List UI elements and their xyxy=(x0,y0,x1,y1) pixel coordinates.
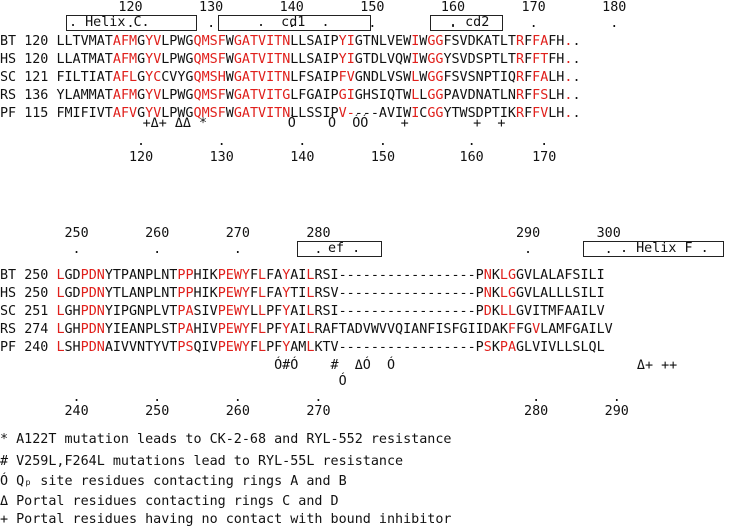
block1-numbers-top: 120 130 140 150 160 170 180 xyxy=(62,0,627,15)
helix-f-label: . Helix F . xyxy=(620,241,709,256)
block2-numbers-top: 250 260 270 280 290 300 xyxy=(0,226,621,241)
row-label: PF xyxy=(0,106,17,121)
block2-dots-bottom: . . . . . . xyxy=(0,390,621,405)
legend-item-delta: Δ Portal residues contacting rings C and… xyxy=(0,494,339,509)
legend-item-asterisk: * A122T mutation leads to CK-2-68 and RY… xyxy=(0,432,452,447)
helix-c-box: . Helix C. xyxy=(66,15,197,31)
row-label: SC xyxy=(0,70,17,85)
row-label: RS xyxy=(0,88,17,103)
row-label: PF xyxy=(0,340,17,355)
row-sequence: LGDPDNYTLANPLNTPPHIKPEWYFLFAYTILRSV-----… xyxy=(56,286,605,301)
alignment-row-hs: HS 250 LGDPDNYTLANPLNTPPHIKPEWYFLFAYTILR… xyxy=(0,286,605,302)
alignment-row-hs: HS 120 LLATMATAFMGYVLPWGQMSFWGATVITNLLSA… xyxy=(0,52,581,68)
alignment-row-sc: SC 121 FILTIATAFLGYCCVYGQMSHWGATVITNLFSA… xyxy=(0,70,581,86)
alignment-row-pf: PF 115 FMIFIVTAFVGYVLPWGQMSFWGATVITNLLSS… xyxy=(0,106,581,122)
row-start-number: 274 xyxy=(24,322,49,337)
row-start-number: 250 xyxy=(24,286,49,301)
row-label: SC xyxy=(0,304,17,319)
row-start-number: 136 xyxy=(24,88,49,103)
cd2-label: . cd2 xyxy=(449,15,490,30)
row-sequence: LLTVMATAFMGYVLPWGQMSFWGATVITNLLSAIPYIGTN… xyxy=(56,34,581,49)
block1-numbers-bottom: 120 130 140 150 160 170 xyxy=(0,150,557,165)
alignment-row-bt: BT 120 LLTVMATAFMGYVLPWGQMSFWGATVITNLLSA… xyxy=(0,34,581,50)
block1-dots-top: . . . . . . . xyxy=(62,16,619,31)
row-label: HS xyxy=(0,52,17,67)
helix-c-label: . Helix C. xyxy=(69,15,150,30)
cd1-label: . cd1 . xyxy=(257,15,330,30)
block2-dots-top: . . . . . . xyxy=(0,242,613,257)
row-label: HS xyxy=(0,286,17,301)
block2-symbols-line1: Ó#Ó # ΔÓ Ó Δ+ ++ xyxy=(0,358,678,373)
alignment-row-sc: SC 251 LGHPDNYIPGNPLVTPASIVPEWYLLPFYAILR… xyxy=(0,304,605,320)
helix-f-box: . Helix F . xyxy=(583,241,724,257)
row-sequence: LGHPDNYIEANPLSTPAHIVPEWYFLPFYAILRAFTADVW… xyxy=(56,322,613,337)
row-sequence: FILTIATAFLGYCCVYGQMSHWGATVITNLFSAIPFVGND… xyxy=(56,70,581,85)
row-start-number: 240 xyxy=(24,340,49,355)
row-sequence: LGHPDNYIPGNPLVTPASIVPEWYLLPFYAILRSI-----… xyxy=(56,304,605,319)
row-sequence: YLAMMATAFMGYVLPWGQMSFWGATVITGLFGAIPGIGHS… xyxy=(56,88,581,103)
row-label: BT xyxy=(0,34,17,49)
block2-numbers-bottom: 240 250 260 270 280 290 xyxy=(0,404,629,419)
legend-item-qp: Ó Qₚ site residues contacting rings A an… xyxy=(0,474,347,489)
alignment-row-pf: PF 240 LSHPDNAIVVNTYVTPSQIVPEWYFLPFYAMLK… xyxy=(0,340,605,356)
ef-box: ef . xyxy=(297,241,382,257)
row-start-number: 251 xyxy=(24,304,49,319)
row-label: RS xyxy=(0,322,17,337)
row-sequence: FMIFIVTAFVGYVLPWGQMSFWGATVITNLLSSIPV----… xyxy=(56,106,581,121)
legend-item-plus: + Portal residues having no contact with… xyxy=(0,512,452,527)
row-start-number: 120 xyxy=(24,52,49,67)
alignment-row-rs: RS 274 LGHPDNYIEANPLSTPAHIVPEWYFLPFYAILR… xyxy=(0,322,613,338)
cd2-box: . cd2 xyxy=(430,15,503,31)
row-sequence: LSHPDNAIVVNTYVTPSQIVPEWYFLPFYAMLKTV-----… xyxy=(56,340,605,355)
legend-item-hash: # V259L,F264L mutations lead to RYL-55L … xyxy=(0,454,404,469)
row-start-number: 121 xyxy=(24,70,49,85)
row-sequence: LLATMATAFMGYVLPWGQMSFWGATVITNLLSAIPYIGTD… xyxy=(56,52,581,67)
row-sequence: LGDPDNYTPANPLNTPPHIKPEWYFLFAYAILRSI-----… xyxy=(56,268,605,283)
row-start-number: 250 xyxy=(24,268,49,283)
block1-dots-bottom: . . . . . . xyxy=(0,134,549,149)
alignment-row-rs: RS 136 YLAMMATAFMGYVLPWGQMSFWGATVITGLFGA… xyxy=(0,88,581,104)
cd1-box: . cd1 . xyxy=(218,15,371,31)
row-start-number: 115 xyxy=(24,106,49,121)
block2-symbols-line2: Ó xyxy=(0,374,347,389)
block1-symbols: +Δ+ ΔΔ * Ó Ó ÓÓ + + + xyxy=(62,116,506,131)
alignment-row-bt: BT 250 LGDPDNYTPANPLNTPPHIKPEWYFLFAYAILR… xyxy=(0,268,605,284)
row-label: BT xyxy=(0,268,17,283)
ef-label: ef . xyxy=(328,241,361,256)
row-start-number: 120 xyxy=(24,34,49,49)
